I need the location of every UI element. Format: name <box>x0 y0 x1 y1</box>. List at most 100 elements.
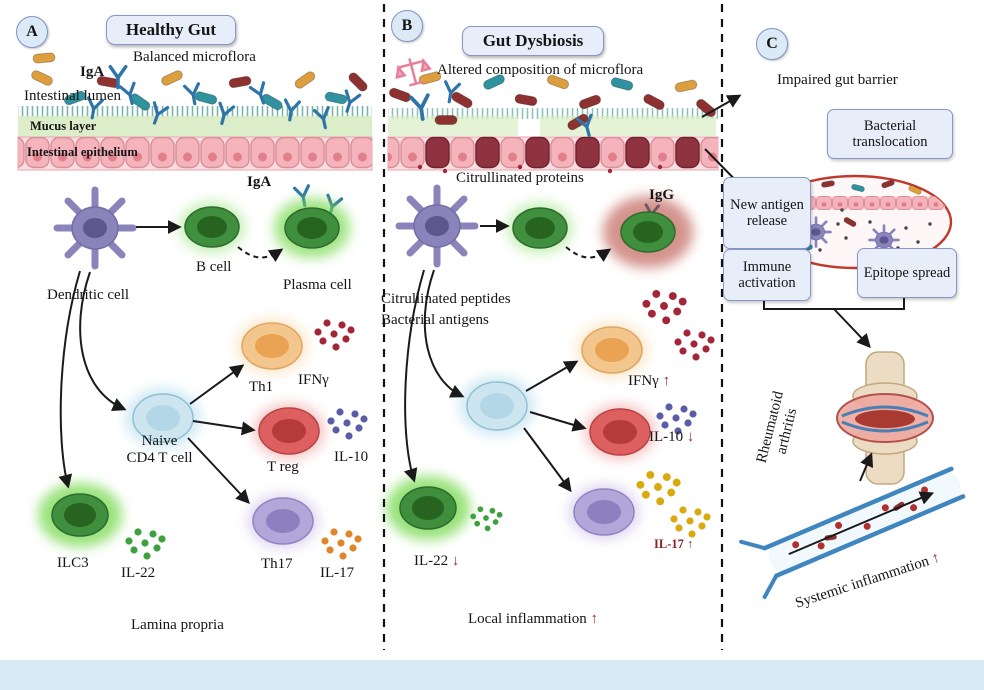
il17-dots-b <box>636 470 681 506</box>
converging-bracket <box>763 294 905 349</box>
il22-label-b: IL-22 ↓ <box>414 553 459 570</box>
il17-label-b: IL-17 ↑ <box>654 537 694 552</box>
mucus-band-b2 <box>540 116 716 136</box>
il10-dots-a <box>327 408 368 440</box>
il22-label-a: IL-22 <box>121 565 156 581</box>
ifng-label-a: IFNγ <box>298 372 329 388</box>
vessel-to-joint-arrow <box>859 452 874 482</box>
th17-cell-a <box>252 497 314 545</box>
th1-label: Th1 <box>249 379 274 395</box>
th17-label: Th17 <box>261 556 293 572</box>
treg-label: T reg <box>267 459 299 475</box>
bacterium-icon <box>673 78 699 94</box>
lamina-propria-label: Lamina propria <box>131 617 224 633</box>
mucus-layer-label: Mucus layer <box>30 119 97 133</box>
b-cell-shape <box>184 206 240 248</box>
naive-line1: Naive <box>141 433 178 449</box>
dendritic-cell-b <box>399 188 475 264</box>
systemic-inflammation-up-arrow: ↑ <box>929 549 942 568</box>
il22-dots-a <box>125 528 166 560</box>
circulating-cells <box>792 486 929 550</box>
ilc3-label: ILC3 <box>57 555 89 571</box>
naive-cd4-label: Naive CD4 T cell <box>112 433 207 466</box>
impaired-gut-barrier-label: Impaired gut barrier <box>777 72 898 88</box>
bacterium-icon <box>434 115 458 125</box>
b-cell-shape-b <box>512 207 568 249</box>
ifng-dots-b <box>642 289 687 325</box>
panel-a-badge: A <box>16 16 48 48</box>
joint-illustration <box>836 351 934 485</box>
th1-cell-b <box>581 326 643 374</box>
plasma-cell-label: Plasma cell <box>283 277 352 293</box>
bottom-strip <box>0 660 984 690</box>
naive-line2: CD4 T cell <box>126 449 193 466</box>
il22-dots-b <box>470 506 503 532</box>
bacterial-translocation-box: Bacterial translocation <box>827 109 953 159</box>
bacterium-icon <box>449 90 475 110</box>
iga-top-label: IgA <box>80 64 105 80</box>
il17-up-arrow: ↑ <box>687 537 694 551</box>
bacterium-icon <box>29 68 55 88</box>
th17-cell-b <box>573 488 635 536</box>
il10-label-b: IL-10 ↓ <box>649 429 694 446</box>
vessel-flow-arrow <box>788 491 935 556</box>
altered-composition-label: Altered composition of microflora <box>437 62 644 78</box>
naive-cd4-cell-a <box>132 393 194 443</box>
b-cell-label: B cell <box>196 259 232 275</box>
unbalanced-scale-icon <box>395 57 432 87</box>
intestinal-lumen-label: Intestinal lumen <box>24 88 122 104</box>
il22-text-b: IL-22 <box>414 553 449 569</box>
mucus-band-a <box>18 116 372 138</box>
il17-dots-b <box>670 506 711 538</box>
bacterium-icon <box>32 52 56 64</box>
bacterium-icon <box>387 86 413 104</box>
il10-down-arrow: ↓ <box>686 429 695 445</box>
bacterium-icon <box>346 70 370 94</box>
epitope-spread-box: Epitope spread <box>857 248 957 298</box>
il17-dots-a <box>321 528 362 560</box>
gut-wall-b <box>387 108 719 174</box>
panel-b-badge: B <box>391 10 423 42</box>
microvilli-band-a <box>18 106 372 118</box>
epithelium-cells-a <box>18 137 372 170</box>
local-inflammation-up-arrow: ↑ <box>590 611 598 627</box>
ifng-up-arrow: ↑ <box>662 373 671 389</box>
intestinal-epithelium-label: Intestinal epithelium <box>27 145 138 159</box>
iga-secreted-label: IgA <box>247 174 272 190</box>
ifng-text-b: IFNγ <box>628 373 659 389</box>
il10-text-b: IL-10 <box>649 429 684 445</box>
panel-b-title: Gut Dysbiosis <box>462 26 604 56</box>
ilc3-cell-shape-b <box>399 486 457 530</box>
panel-a-arrows <box>58 220 284 505</box>
blood-vessel <box>739 466 966 599</box>
th1-cell-a <box>241 322 303 370</box>
bacterium-icon <box>513 93 539 107</box>
ifng-dots-b <box>674 329 715 361</box>
igg-label: IgG <box>649 187 675 203</box>
damaged-epithelial-cells <box>425 136 700 169</box>
bacterium-icon <box>577 93 603 111</box>
panel-a-cells <box>38 190 350 549</box>
il17-label-a: IL-17 <box>320 565 355 581</box>
local-inflammation-text: Local inflammation <box>468 611 587 627</box>
balanced-microflora-label: Balanced microflora <box>133 49 256 65</box>
bacterium-icon <box>292 69 318 91</box>
mucus-band-b1 <box>388 116 518 136</box>
naive-cd4-cell-b <box>466 381 528 431</box>
local-inflammation-label: Local inflammation ↑ <box>468 611 598 628</box>
dendritic-cell-a <box>57 190 133 266</box>
panel-b-arrows <box>403 219 612 493</box>
citrullinated-proteins-label: Citrullinated proteins <box>456 170 584 186</box>
gut-wall-a <box>17 106 373 171</box>
il17-text-b: IL-17 <box>654 537 684 551</box>
treg-cell-b <box>589 408 651 456</box>
treg-cell-a <box>258 407 320 455</box>
il22-down-arrow: ↓ <box>451 553 460 569</box>
citrullinated-protein-dots <box>417 164 663 174</box>
ifng-dots-a <box>314 319 355 351</box>
bacterium-icon <box>227 75 253 89</box>
il10-label-a: IL-10 <box>334 449 369 465</box>
panel-c-badge: C <box>756 28 788 60</box>
